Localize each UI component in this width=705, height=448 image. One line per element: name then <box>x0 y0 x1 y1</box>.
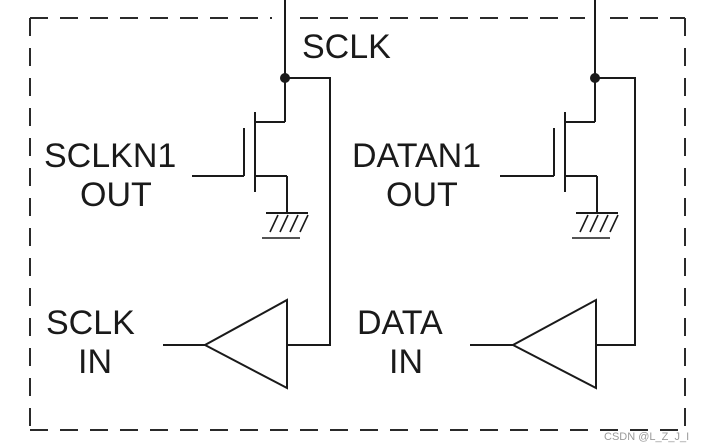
data-in-label-top: DATA <box>357 304 443 342</box>
data-input-buffer <box>470 298 597 390</box>
data-ground-icon <box>572 212 619 239</box>
data-channel <box>470 0 636 390</box>
watermark-text: CSDN @L_Z_J_I <box>604 431 689 443</box>
chip-boundary <box>29 17 686 431</box>
data-nmos-transistor <box>500 78 598 212</box>
sclkn1-label: SCLKN1 <box>44 137 176 175</box>
sclk-feedback-wire <box>285 77 331 346</box>
data-in-label-bottom: IN <box>389 343 423 381</box>
sclk-nmos-transistor <box>192 78 288 212</box>
data-out-label: OUT <box>386 176 458 214</box>
sclk-in-label-top: SCLK <box>46 304 135 342</box>
sclk-ground-icon <box>262 212 309 239</box>
data-feedback-wire <box>595 77 636 346</box>
sclk-channel <box>163 0 331 390</box>
sclk-out-label: OUT <box>80 176 152 214</box>
datan1-label: DATAN1 <box>352 137 481 175</box>
sclk-net-label: SCLK <box>302 28 391 66</box>
sclk-input-buffer <box>163 298 288 390</box>
sclk-in-label-bottom: IN <box>78 343 112 381</box>
